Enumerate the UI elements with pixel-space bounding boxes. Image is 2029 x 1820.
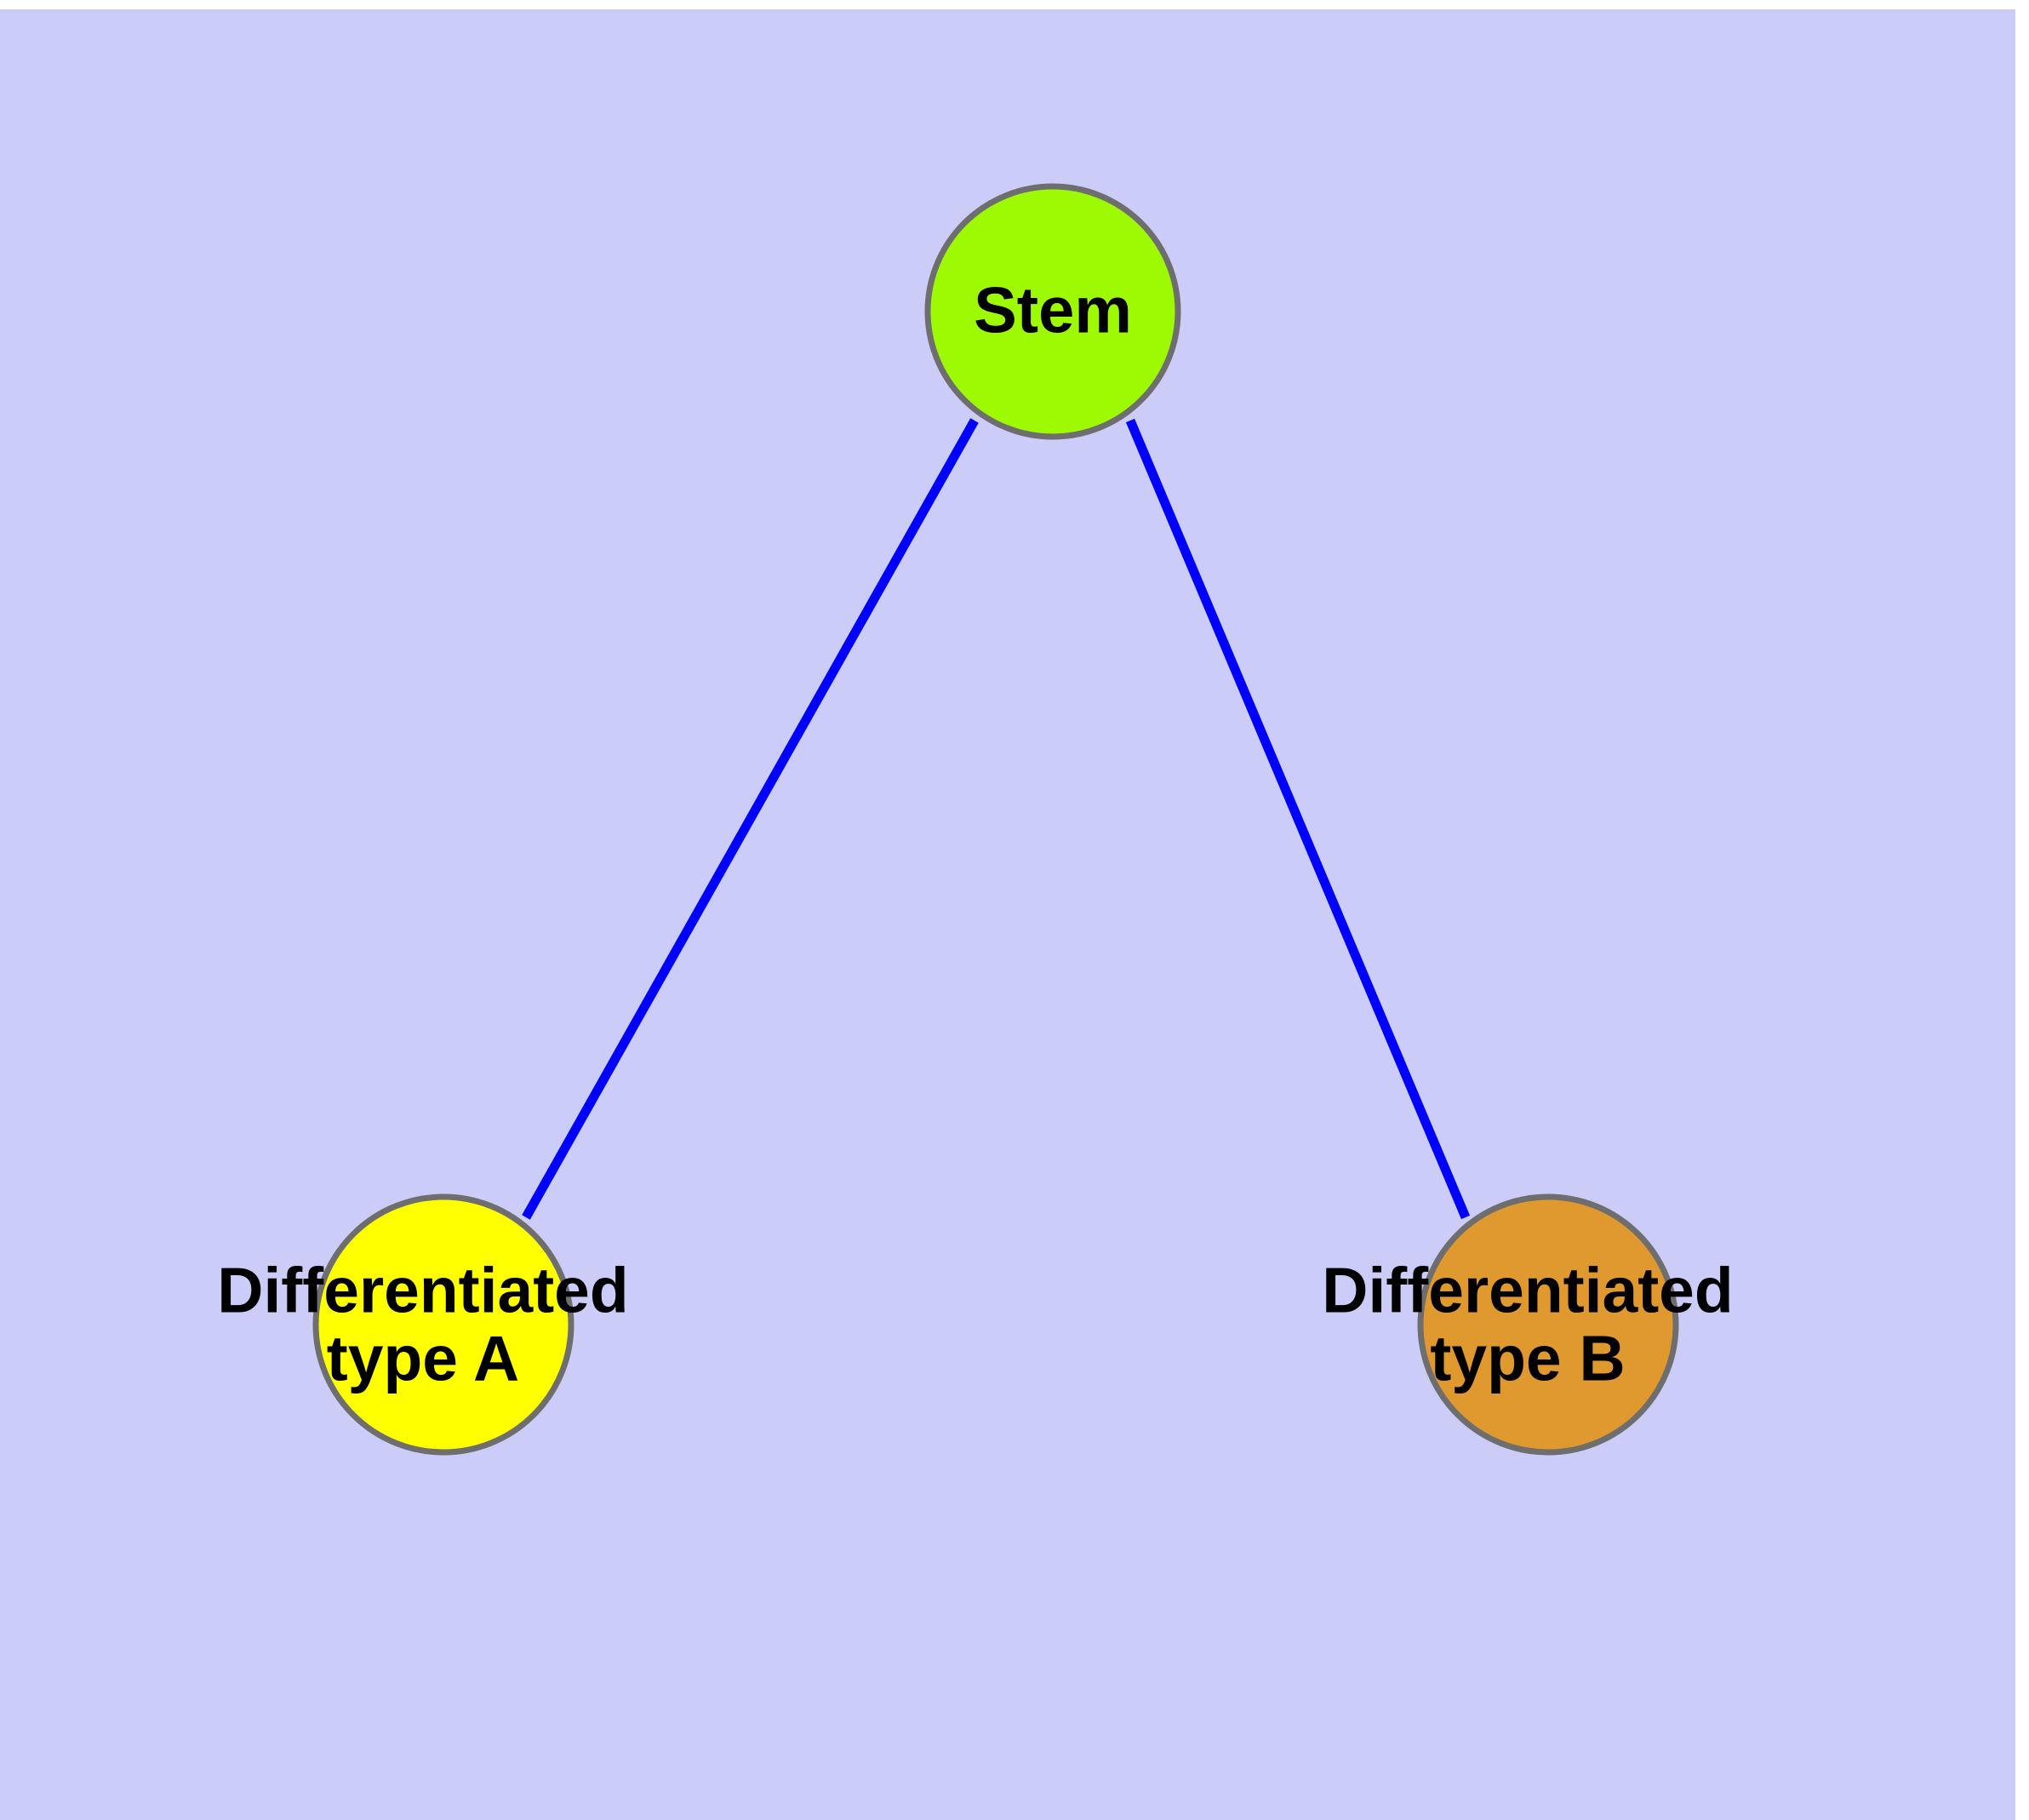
node-differentiated-type-a[interactable]	[312, 1193, 574, 1456]
edge-stem-to-differentiated-type-b[interactable]	[1125, 418, 1471, 1220]
diagram-plot-area: Stem Differentiated type A Differentiate…	[0, 9, 2015, 1820]
graph-svg	[312, 183, 1679, 1456]
node-layer	[312, 183, 1679, 1456]
edge-layer	[522, 418, 1471, 1220]
node-stem[interactable]	[924, 183, 1181, 440]
edge-stem-to-differentiated-type-a[interactable]	[522, 418, 979, 1220]
node-differentiated-type-b[interactable]	[1417, 1193, 1679, 1456]
